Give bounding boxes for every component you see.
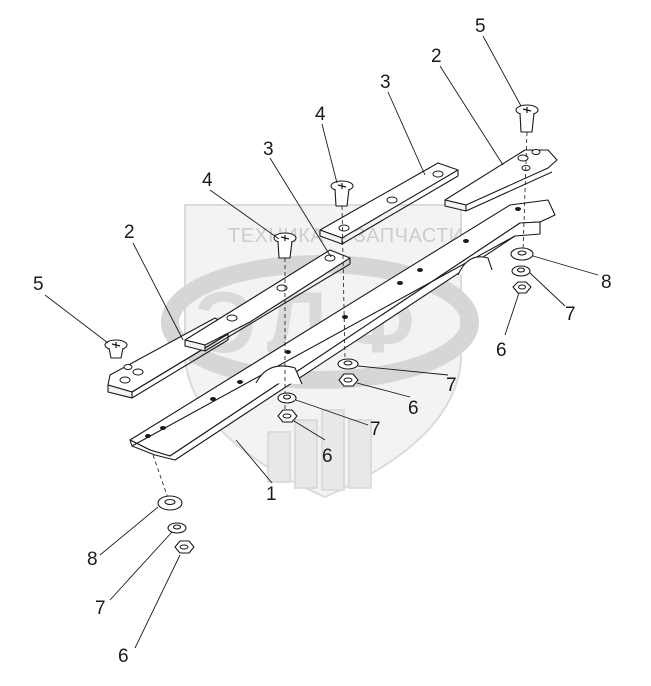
main-beam xyxy=(129,199,556,461)
main-beam-holes xyxy=(145,207,521,438)
lock-washer-7-left xyxy=(167,522,187,534)
lock-washer-7-right xyxy=(511,265,531,277)
nut-6-center xyxy=(338,373,359,387)
callout-7-mid: 7 xyxy=(370,419,381,440)
watermark-grain-bars xyxy=(267,409,372,491)
lock-washer-7-center xyxy=(337,358,359,370)
callout-3-left: 3 xyxy=(263,139,274,160)
assembly-axes xyxy=(152,131,528,499)
callout-8-right: 8 xyxy=(601,272,612,293)
callout-7-right: 7 xyxy=(565,304,576,325)
screw-left-5 xyxy=(104,339,128,359)
callout-6-mid: 6 xyxy=(322,446,333,467)
callout-1: 1 xyxy=(266,484,277,505)
plate-left xyxy=(184,249,351,352)
callout-2-right: 2 xyxy=(431,46,442,67)
end-strap-right xyxy=(444,149,558,212)
callouts: 1 2 2 3 3 4 4 5 5 6 6 6 6 7 7 7 7 8 8 xyxy=(33,16,612,667)
callout-3-right: 3 xyxy=(380,72,391,93)
callout-6-center: 6 xyxy=(408,398,419,419)
screw-right-5 xyxy=(515,104,539,133)
callout-2-left: 2 xyxy=(124,222,135,243)
callout-5-left: 5 xyxy=(33,274,44,295)
callout-4-left: 4 xyxy=(202,170,213,191)
plate-right xyxy=(319,162,459,245)
callout-4-right: 4 xyxy=(315,104,326,125)
callout-8-left: 8 xyxy=(87,549,98,570)
leader-lines xyxy=(44,35,599,649)
callout-5-right: 5 xyxy=(475,16,486,37)
callout-6-right: 6 xyxy=(496,340,507,361)
lock-washer-7-mid xyxy=(277,392,297,404)
nut-6-left xyxy=(174,540,195,554)
callout-7-bottom: 7 xyxy=(95,598,106,619)
callout-6-bottom: 6 xyxy=(118,646,129,667)
callout-7-center: 7 xyxy=(446,375,457,396)
nut-6-right xyxy=(512,281,532,294)
washer-8-left xyxy=(157,495,183,511)
screw-left-4 xyxy=(273,232,297,259)
washer-8-right xyxy=(510,247,534,261)
nut-6-mid xyxy=(277,409,298,423)
screw-right-4 xyxy=(330,180,354,207)
